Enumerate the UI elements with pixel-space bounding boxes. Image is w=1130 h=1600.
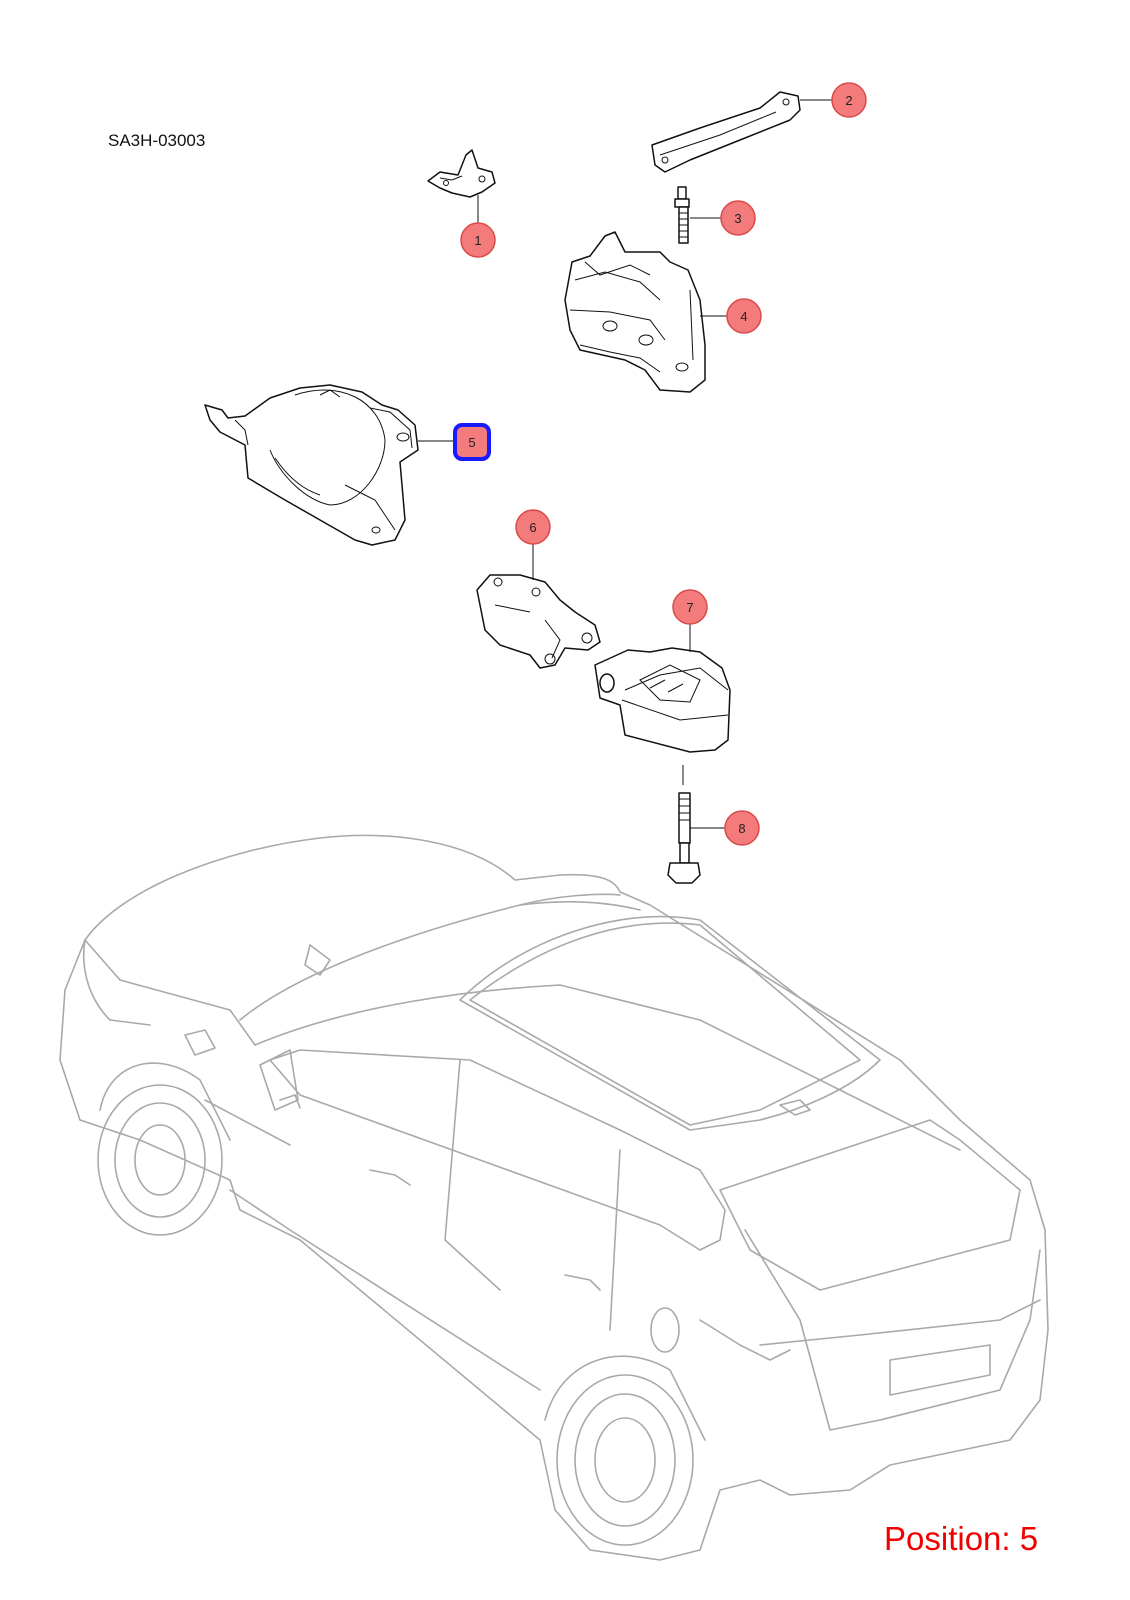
callout-6[interactable]: 6 (515, 509, 551, 545)
left-engine-mount-icon (204, 384, 419, 546)
callout-number: 4 (740, 309, 747, 324)
long-bolt-icon (667, 765, 701, 884)
callout-circle (672, 589, 708, 625)
callout-circle (831, 82, 867, 118)
callout-5-selected[interactable]: 5 (453, 423, 491, 461)
callout-circle (720, 200, 756, 236)
callout-number: 1 (474, 233, 481, 248)
strap-bracket-icon (651, 91, 801, 173)
small-bracket-icon (427, 149, 496, 198)
callout-circle (515, 509, 551, 545)
right-engine-mount-icon (564, 231, 706, 393)
callout-4[interactable]: 4 (726, 298, 762, 334)
callout-circle (724, 810, 760, 846)
callout-number: 7 (686, 600, 693, 615)
callout-number: 3 (734, 211, 741, 226)
callout-number: 6 (529, 520, 536, 535)
callout-1[interactable]: 1 (460, 222, 496, 258)
vehicle-outline-icon (59, 834, 1049, 1561)
position-label: Position: 5 (884, 1520, 1039, 1557)
callout-circle (460, 222, 496, 258)
callout-box (453, 423, 491, 461)
callout-number: 2 (845, 93, 852, 108)
callout-3[interactable]: 3 (720, 200, 756, 236)
callout-7[interactable]: 7 (672, 589, 708, 625)
callout-number: 5 (468, 435, 475, 450)
callout-number: 8 (738, 821, 745, 836)
link-bracket-icon (476, 574, 601, 669)
leader-lines (418, 99, 834, 829)
callout-2[interactable]: 2 (831, 82, 867, 118)
stud-bolt-icon (674, 186, 690, 244)
callout-circle (726, 298, 762, 334)
callout-8[interactable]: 8 (724, 810, 760, 846)
rear-mount-icon (594, 647, 731, 753)
diagram-code: SA3H-03003 (108, 131, 206, 150)
